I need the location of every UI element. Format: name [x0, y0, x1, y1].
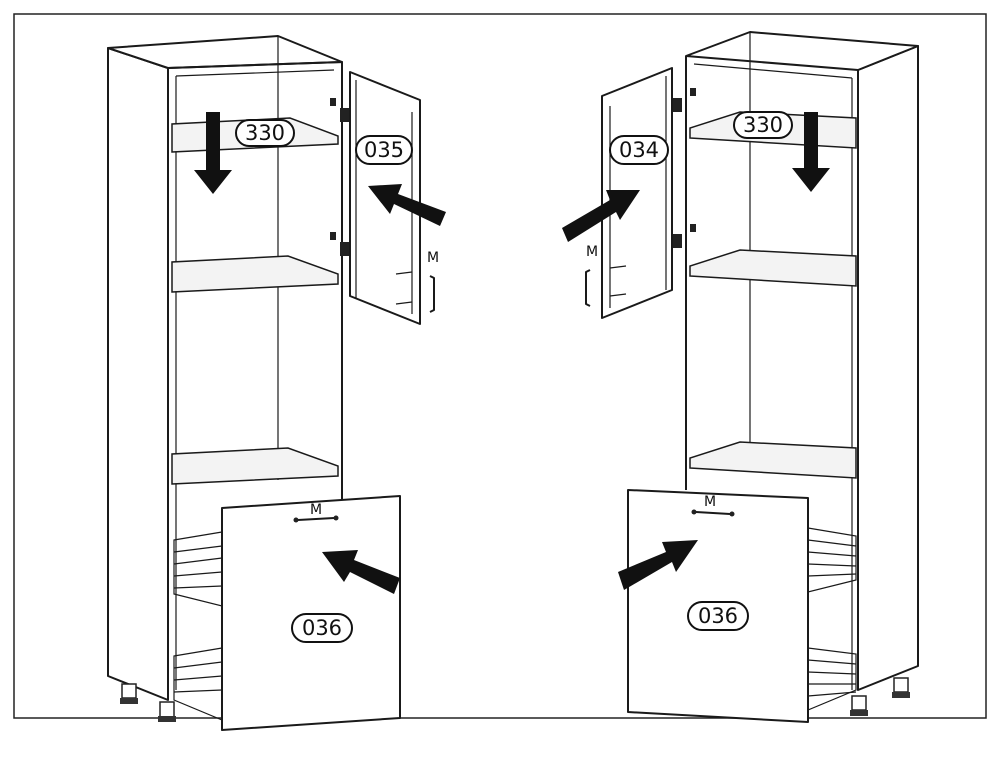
right-cabinet-top: [685, 31, 919, 71]
left-lower-door-handle-icon: [297, 517, 335, 521]
diagram-frame: [13, 13, 987, 719]
label-door-right-lower: 036: [687, 601, 749, 631]
right-wire-basket-lower: [807, 647, 857, 711]
right-shelf-3: [689, 441, 857, 479]
left-cabinet-front-frame: [167, 61, 343, 500]
right-cabinet-legs: [850, 677, 910, 716]
right-hinge-bottom-icon: [672, 234, 682, 248]
right-wire-basket-upper: [807, 527, 857, 593]
left-wire-basket-lower: [173, 647, 223, 721]
label-door-right-lower-text: 036: [698, 604, 738, 628]
left-cabinet-legs: [120, 683, 176, 722]
left-cabinet-side-panel: [107, 47, 169, 701]
right-shelf-2: [689, 249, 857, 287]
left-down-arrow-icon: [194, 112, 232, 194]
right-lower-handle-marker: M: [704, 494, 716, 510]
right-upper-door-handle-icon: [585, 269, 591, 307]
right-upper-door-arrow-icon: [562, 190, 640, 242]
left-lower-door-arrow-icon: [322, 550, 400, 594]
label-door-left-lower-text: 036: [302, 616, 342, 640]
left-hinge-top-icon: [340, 108, 350, 122]
label-shelf-right-text: 330: [743, 113, 783, 137]
left-hinge-bottom-icon: [340, 242, 350, 256]
left-upper-door-arrow-icon: [368, 184, 446, 226]
right-lower-door-handle-icon: [695, 511, 731, 515]
left-shelf-2: [171, 255, 339, 293]
label-shelf-left: 330: [235, 119, 295, 147]
label-door-right-upper-text: 034: [619, 138, 659, 162]
right-upper-handle-marker: M: [586, 244, 598, 260]
left-wire-basket-upper: [173, 531, 223, 607]
label-door-left-lower: 036: [291, 613, 353, 643]
left-upper-handle-marker: M: [427, 250, 439, 266]
label-door-left-upper: 035: [355, 135, 413, 165]
left-upper-door-handle-icon: [429, 275, 435, 313]
right-cabinet-side-panel: [857, 45, 919, 691]
label-shelf-left-text: 330: [245, 121, 285, 145]
right-down-arrow-icon: [792, 112, 830, 192]
right-hinge-top-icon: [672, 98, 682, 112]
label-door-right-upper: 034: [609, 135, 669, 165]
left-shelf-3: [171, 447, 339, 485]
label-shelf-right: 330: [733, 111, 793, 139]
right-lower-door-arrow-icon: [618, 540, 698, 590]
left-lower-handle-marker: M: [310, 502, 322, 518]
label-door-left-upper-text: 035: [364, 138, 404, 162]
